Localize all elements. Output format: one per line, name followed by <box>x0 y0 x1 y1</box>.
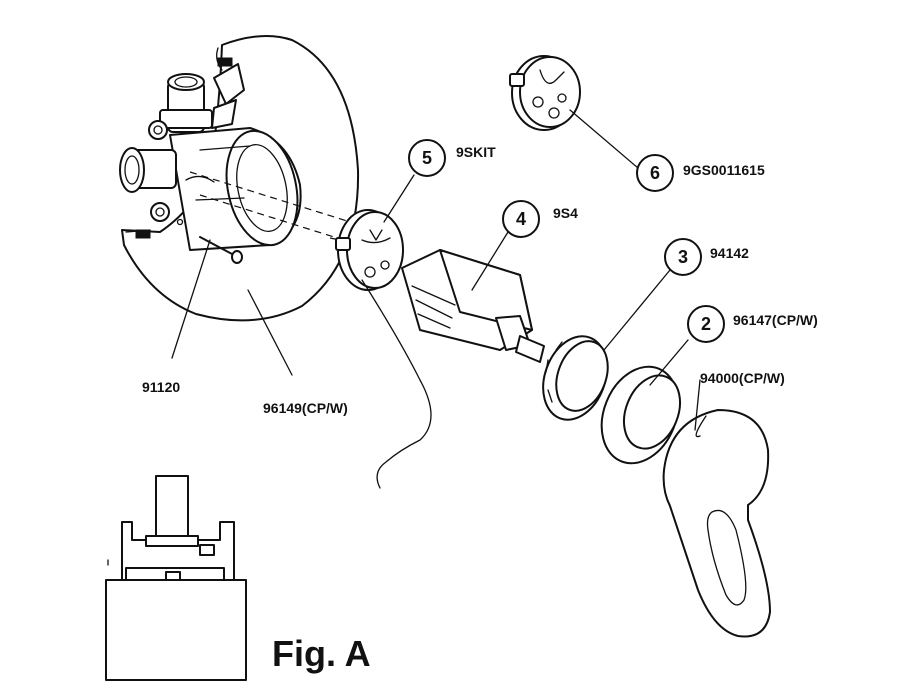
handle-part-label: 94000(CP/W) <box>700 370 785 386</box>
cartridge <box>401 249 545 363</box>
callout-5-label: 9SKIT <box>456 144 496 160</box>
callout-4-label: 9S4 <box>553 205 578 221</box>
figure-title: Fig. A <box>272 633 371 674</box>
callout-3-number: 3 <box>678 247 688 267</box>
retaining-ring <box>542 335 609 421</box>
trim-collar <box>600 365 681 465</box>
fig-a-detail <box>105 475 247 681</box>
callout-2: 2 96147(CP/W) <box>687 305 818 343</box>
callout-5: 5 9SKIT <box>408 139 496 177</box>
callout-5-number: 5 <box>422 148 432 168</box>
mounting-screw <box>199 236 243 264</box>
callout-4: 4 9S4 <box>502 200 578 238</box>
plate-part-label: 96149(CP/W) <box>263 400 348 416</box>
valve-body <box>119 63 302 251</box>
callout-2-label: 96147(CP/W) <box>733 312 818 328</box>
callout-2-number: 2 <box>701 314 711 334</box>
gasket-disc <box>509 55 581 131</box>
callout-6: 6 9GS0011615 <box>636 154 765 192</box>
assembly-axis <box>189 171 361 243</box>
callout-6-label: 9GS0011615 <box>683 162 765 178</box>
callout-6-number: 6 <box>650 163 660 183</box>
callout-3-label: 94142 <box>710 245 749 261</box>
seal-kit-disc <box>335 209 404 291</box>
callout-3: 3 94142 <box>664 238 749 276</box>
lever-handle <box>662 409 771 638</box>
screw-part-label: 91120 <box>142 379 180 395</box>
callout-4-number: 4 <box>516 209 526 229</box>
leader-lines <box>171 109 701 489</box>
